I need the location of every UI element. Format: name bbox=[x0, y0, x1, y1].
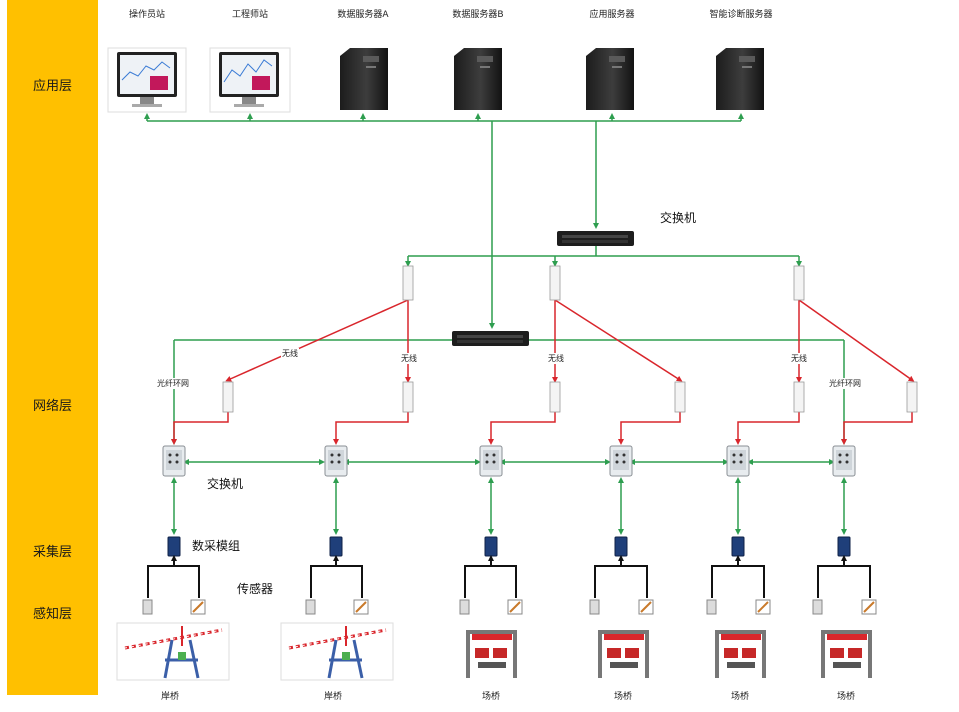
site-label: 场桥 bbox=[836, 692, 856, 702]
site-label: 岸桥 bbox=[160, 692, 180, 702]
device-title-engineer: 工程师站 bbox=[231, 10, 269, 20]
device-title-diagnosis-server: 智能诊断服务器 bbox=[709, 10, 773, 20]
layer-label-perception: 感知层 bbox=[32, 607, 72, 622]
wireless-links bbox=[171, 299, 915, 445]
yard-crane-icon bbox=[712, 626, 769, 680]
yard-crane-icon bbox=[818, 626, 875, 680]
sensor-icon bbox=[142, 599, 877, 615]
access-switch-label: 交换机 bbox=[207, 477, 244, 491]
layer-sidebar: 应用层 网络层 采集层 感知层 bbox=[7, 0, 98, 695]
quay-crane-icon bbox=[280, 622, 394, 681]
server-tower-icon bbox=[710, 48, 770, 114]
device-title-app-server: 应用服务器 bbox=[589, 10, 635, 20]
core-switch-icon bbox=[557, 231, 634, 246]
daq-module-icon bbox=[167, 536, 851, 557]
wireless-label: 无线 bbox=[547, 353, 565, 364]
yard-crane-icon bbox=[595, 626, 652, 680]
server-tower-icon bbox=[580, 48, 640, 114]
application-bus bbox=[144, 113, 744, 329]
wired-links bbox=[171, 246, 847, 535]
wireless-label: 无线 bbox=[400, 353, 418, 364]
daq-module-label: 数采模组 bbox=[192, 539, 241, 553]
device-title-data-server-a: 数据服务器A bbox=[337, 10, 389, 20]
layer-label-application: 应用层 bbox=[32, 79, 72, 94]
site-label: 场桥 bbox=[613, 692, 633, 702]
site-label: 场桥 bbox=[730, 692, 750, 702]
site-label: 场桥 bbox=[481, 692, 501, 702]
monitor-icon bbox=[209, 47, 291, 113]
site-label: 岸桥 bbox=[323, 692, 343, 702]
layer-label-acquisition: 采集层 bbox=[32, 545, 72, 560]
yard-crane-icon bbox=[463, 626, 520, 680]
fiber-ring-label: 光纤环网 bbox=[156, 378, 190, 389]
sensor-cabling bbox=[147, 555, 871, 598]
wireless-label: 无线 bbox=[790, 353, 808, 364]
wireless-label: 无线 bbox=[281, 348, 299, 359]
quay-crane-icon bbox=[116, 622, 230, 681]
access-switch-icon bbox=[162, 445, 856, 477]
layer-label-network: 网络层 bbox=[32, 399, 72, 414]
server-tower-icon bbox=[334, 48, 394, 114]
wireless-bridge-icon bbox=[222, 265, 918, 413]
fiber-ring-label: 光纤环网 bbox=[828, 378, 862, 389]
core-switch-icon bbox=[452, 331, 529, 346]
device-title-operator: 操作员站 bbox=[128, 10, 166, 20]
core-switch-label: 交换机 bbox=[660, 211, 697, 225]
sensor-label: 传感器 bbox=[237, 582, 274, 596]
device-title-data-server-b: 数据服务器B bbox=[452, 10, 504, 20]
server-tower-icon bbox=[448, 48, 508, 114]
monitor-icon bbox=[107, 47, 187, 113]
